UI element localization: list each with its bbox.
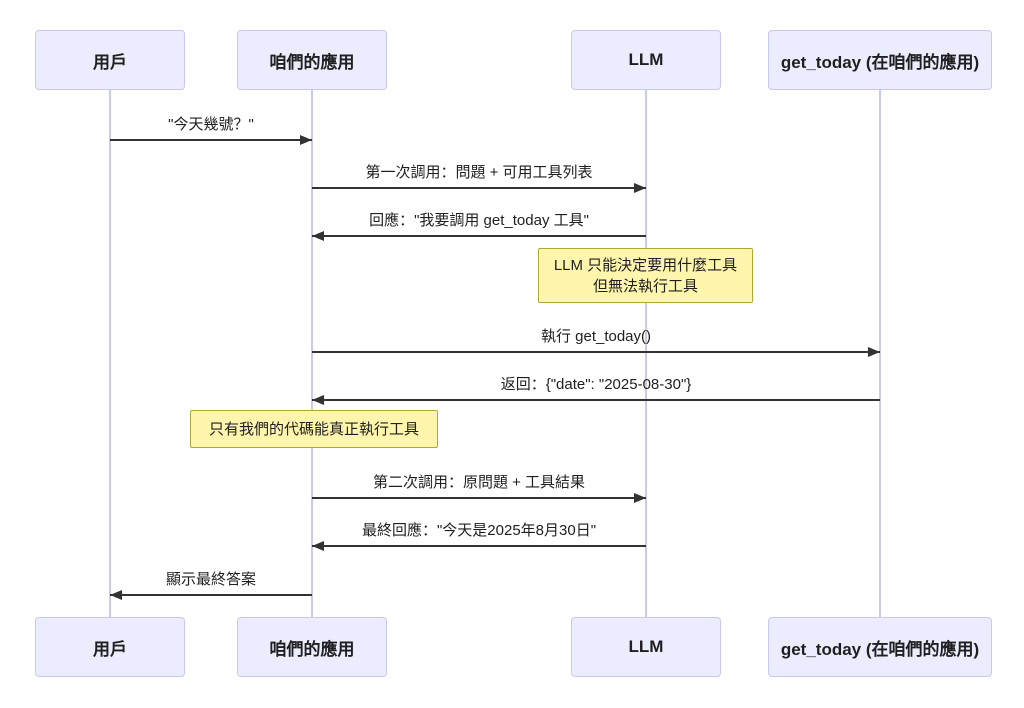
actor-bottom-user: 用戶 xyxy=(35,617,185,677)
lifeline-tool xyxy=(879,89,881,618)
note-line: 但無法執行工具 xyxy=(592,277,698,295)
note-2: 只有我們的代碼能真正執行工具 xyxy=(190,410,438,448)
arrowhead-icon xyxy=(300,135,312,145)
message-2: 第一次調用：問題 + 可用工具列表 xyxy=(312,161,646,193)
note-1: LLM 只能決定要用什麼工具但無法執行工具 xyxy=(538,248,753,303)
message-line xyxy=(312,235,646,237)
arrowhead-icon xyxy=(634,183,646,193)
message-5: 返回：{"date": "2025-08-30"} xyxy=(312,373,880,405)
lifeline-user xyxy=(109,89,111,618)
actor-bottom-tool: get_today (在咱們的應用) xyxy=(768,617,992,677)
actor-top-user: 用戶 xyxy=(35,30,185,90)
message-6: 第二次調用：原問題 + 工具結果 xyxy=(312,471,646,503)
message-line xyxy=(312,187,646,189)
actor-label-user: 用戶 xyxy=(93,52,127,72)
actor-label-app: 咱們的應用 xyxy=(269,639,355,659)
message-line xyxy=(110,139,312,141)
actor-top-tool: get_today (在咱們的應用) xyxy=(768,30,992,90)
note-line: LLM 只能決定要用什麼工具 xyxy=(553,256,738,274)
actor-label-llm: LLM xyxy=(628,637,664,656)
actor-top-llm: LLM xyxy=(571,30,721,90)
message-1: "今天幾號？" xyxy=(110,113,312,145)
arrowhead-icon xyxy=(634,493,646,503)
actor-bottom-app: 咱們的應用 xyxy=(237,617,387,677)
actor-label-app: 咱們的應用 xyxy=(269,52,355,72)
message-label: "今天幾號？" xyxy=(168,116,254,133)
message-4: 執行 get_today() xyxy=(312,325,880,357)
lifeline-llm xyxy=(645,89,647,618)
arrowhead-icon xyxy=(312,395,324,405)
message-label: 第一次調用：問題 + 可用工具列表 xyxy=(365,164,593,181)
message-line xyxy=(312,545,646,547)
message-label: 第二次調用：原問題 + 工具結果 xyxy=(372,474,586,491)
arrowhead-icon xyxy=(110,590,122,600)
message-line xyxy=(312,497,646,499)
arrowhead-icon xyxy=(312,231,324,241)
actor-label-llm: LLM xyxy=(628,50,664,69)
message-label: 最終回應："今天是2025年8月30日" xyxy=(361,522,597,539)
actor-top-app: 咱們的應用 xyxy=(237,30,387,90)
lifeline-app xyxy=(311,89,313,618)
message-line xyxy=(312,351,880,353)
note-line: 只有我們的代碼能真正執行工具 xyxy=(208,420,419,438)
message-label: 執行 get_today() xyxy=(540,328,652,345)
actor-bottom-llm: LLM xyxy=(571,617,721,677)
actor-label-tool: get_today (在咱們的應用) xyxy=(780,639,980,659)
actor-label-tool: get_today (在咱們的應用) xyxy=(780,52,980,72)
arrowhead-icon xyxy=(868,347,880,357)
message-label: 回應："我要調用 get_today 工具" xyxy=(369,212,589,229)
message-label: 返回：{"date": "2025-08-30"} xyxy=(500,376,692,393)
message-label: 顯示最終答案 xyxy=(165,571,256,588)
actor-label-user: 用戶 xyxy=(93,639,127,659)
message-7: 最終回應："今天是2025年8月30日" xyxy=(312,519,646,551)
message-8: 顯示最終答案 xyxy=(110,568,312,600)
message-line xyxy=(110,594,312,596)
message-3: 回應："我要調用 get_today 工具" xyxy=(312,209,646,241)
message-line xyxy=(312,399,880,401)
arrowhead-icon xyxy=(312,541,324,551)
